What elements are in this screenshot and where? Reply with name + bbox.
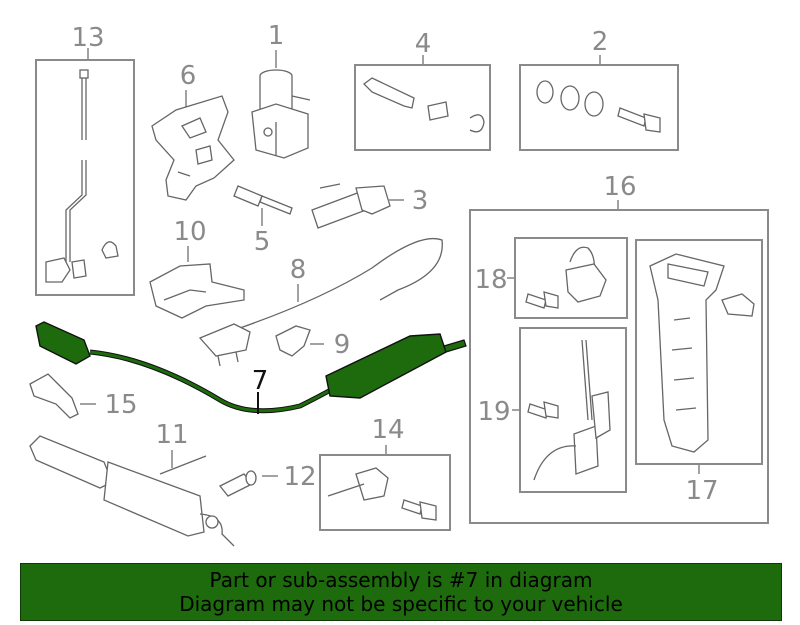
part-4-drawing <box>363 77 485 133</box>
part-1-group[interactable]: 1 <box>251 21 311 159</box>
part-18-drawing <box>525 246 607 309</box>
part-18-group[interactable]: 18 <box>474 237 628 319</box>
callout-5: 5 <box>254 227 271 257</box>
part-8-drawing <box>198 237 443 367</box>
callout-16: 16 <box>603 172 636 202</box>
part-12-drawing <box>218 470 257 497</box>
part-17-group[interactable]: 17 <box>635 239 763 506</box>
callout-9: 9 <box>334 330 351 360</box>
parts-diagram: 13 6 1 <box>29 21 769 547</box>
part-4-group[interactable]: 4 <box>354 29 491 151</box>
callout-13: 13 <box>71 23 104 53</box>
part-16-group[interactable]: 16 <box>469 172 769 524</box>
callout-8: 8 <box>290 255 307 285</box>
part-5-drawing <box>233 185 293 215</box>
part-8-group[interactable]: 8 <box>198 237 443 367</box>
callout-19: 19 <box>477 397 510 427</box>
part-17-drawing <box>649 253 755 453</box>
part-11-drawing <box>29 435 235 547</box>
part-13-drawing <box>45 69 119 283</box>
part-19-group[interactable]: 19 <box>477 327 627 493</box>
part-1-drawing <box>251 69 311 159</box>
part-2-group[interactable]: 2 <box>519 27 679 151</box>
callout-4: 4 <box>415 29 432 59</box>
part-10-group[interactable]: 10 <box>149 217 245 319</box>
part-3-group[interactable]: 3 <box>311 183 429 229</box>
part-15-drawing <box>29 373 79 419</box>
part-14-group[interactable]: 14 <box>319 415 451 531</box>
callout-15: 15 <box>104 390 137 420</box>
callout-1: 1 <box>268 21 285 51</box>
part-9-drawing <box>275 325 311 357</box>
callout-7: 7 <box>252 366 269 396</box>
notice-banner: Part or sub-assembly is #7 in diagram Di… <box>20 563 782 621</box>
part-6-group[interactable]: 6 <box>151 61 235 201</box>
part-10-drawing <box>149 263 245 319</box>
part-12-group[interactable]: 12 <box>218 462 317 497</box>
part-16-box <box>469 209 769 524</box>
callout-6: 6 <box>180 61 197 91</box>
callout-3: 3 <box>412 186 429 216</box>
part-14-drawing <box>327 467 437 521</box>
callout-2: 2 <box>592 27 609 57</box>
notice-line-1: Part or sub-assembly is #7 in diagram <box>209 568 593 592</box>
part-5-group[interactable]: 5 <box>233 185 293 257</box>
part-14-box <box>319 454 451 531</box>
part-7-drawing <box>35 321 467 414</box>
part-9-group[interactable]: 9 <box>275 325 351 360</box>
part-2-box <box>519 64 679 151</box>
callout-17: 17 <box>685 476 718 506</box>
callout-12: 12 <box>283 462 316 492</box>
part-2-drawing <box>536 80 661 133</box>
part-4-box <box>354 64 491 151</box>
part-7-group[interactable]: 7 <box>35 321 467 414</box>
part-3-drawing <box>311 183 391 229</box>
part-13-group[interactable]: 13 <box>35 23 135 296</box>
part-11-group[interactable]: 11 <box>29 420 235 547</box>
part-6-drawing <box>151 95 235 201</box>
notice-line-2: Diagram may not be specific to your vehi… <box>179 592 623 616</box>
part-13-box <box>35 59 135 296</box>
part-15-group[interactable]: 15 <box>29 373 138 420</box>
callout-18: 18 <box>474 265 507 295</box>
callout-11: 11 <box>155 420 188 450</box>
part-19-drawing <box>527 339 611 481</box>
callout-10: 10 <box>173 217 206 247</box>
callout-14: 14 <box>371 415 404 445</box>
